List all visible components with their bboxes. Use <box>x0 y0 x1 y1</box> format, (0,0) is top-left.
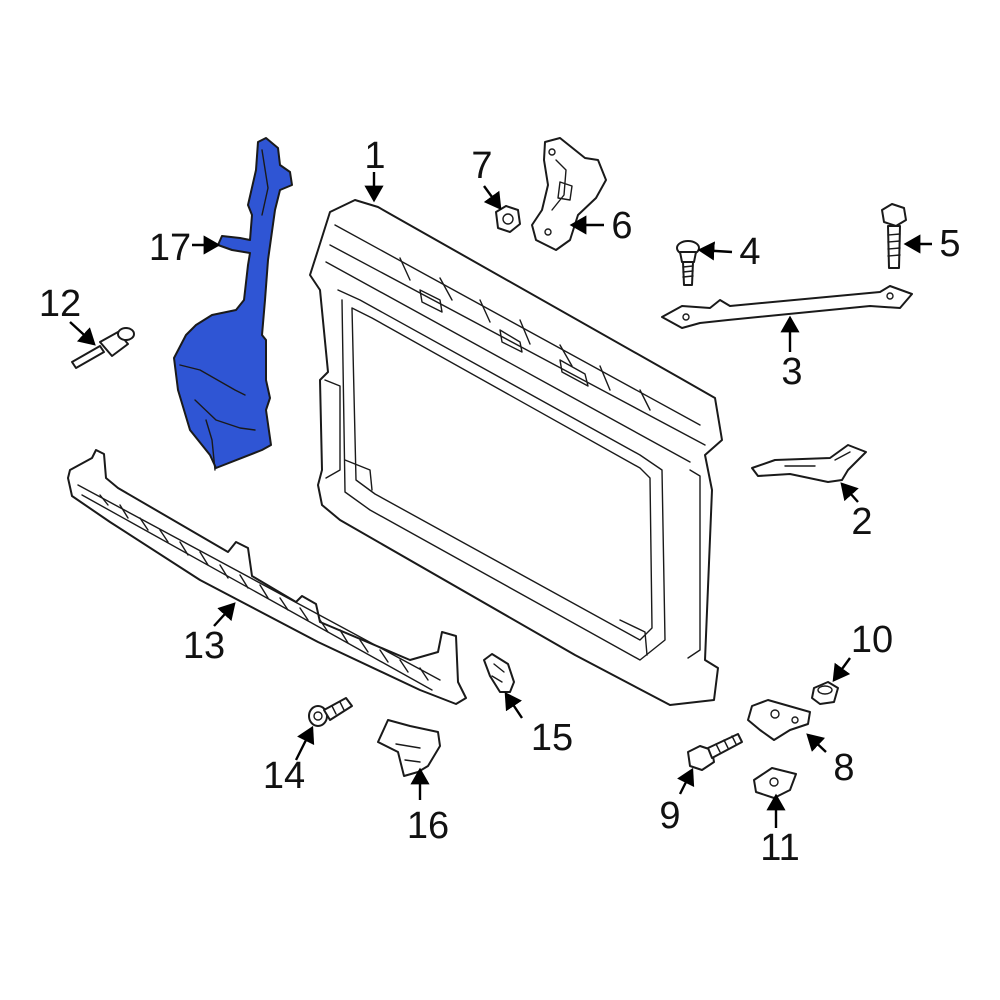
part-13-lower-support[interactable] <box>67 449 467 705</box>
part-9-bolt[interactable] <box>687 733 743 771</box>
callout-12: 12 <box>39 283 81 325</box>
part-8-plate[interactable] <box>747 699 811 741</box>
part-2-bracket[interactable] <box>751 444 867 483</box>
callout-6: 6 <box>611 205 632 247</box>
callout-9: 9 <box>659 795 680 837</box>
callout-13: 13 <box>183 625 225 667</box>
part-3-support-bar[interactable] <box>661 285 913 329</box>
part-11-clip[interactable] <box>753 767 797 799</box>
callout-17: 17 <box>149 227 191 269</box>
part-7-nut[interactable] <box>495 205 521 233</box>
part-17-air-deflector[interactable] <box>173 137 293 471</box>
callout-15: 15 <box>531 717 573 759</box>
part-17-fill <box>173 137 293 469</box>
part-10-clip[interactable] <box>811 681 839 705</box>
callout-2: 2 <box>851 501 872 543</box>
part-12-rivet[interactable] <box>71 327 135 369</box>
callout-3: 3 <box>781 351 802 393</box>
part-1-radiator-support[interactable] <box>309 199 723 706</box>
callout-5: 5 <box>939 223 960 265</box>
callout-labels: 1 2 3 4 5 6 7 8 9 10 11 12 13 14 15 16 1… <box>39 135 961 869</box>
callout-arrows <box>69 172 932 828</box>
part-5-bolt[interactable] <box>881 203 907 269</box>
callout-11: 11 <box>760 827 799 869</box>
callout-16: 16 <box>407 805 449 847</box>
callout-7: 7 <box>471 145 492 187</box>
callout-14: 14 <box>263 755 305 797</box>
part-4-bolt[interactable] <box>676 240 700 286</box>
callout-4: 4 <box>739 231 760 273</box>
part-16-bracket[interactable] <box>377 719 441 777</box>
part-15-clip[interactable] <box>483 653 515 693</box>
callout-8: 8 <box>833 747 854 789</box>
part-14-bolt[interactable] <box>308 697 353 727</box>
callout-1: 1 <box>364 135 385 177</box>
part-6-bracket[interactable] <box>531 137 607 251</box>
callout-10: 10 <box>851 619 893 661</box>
